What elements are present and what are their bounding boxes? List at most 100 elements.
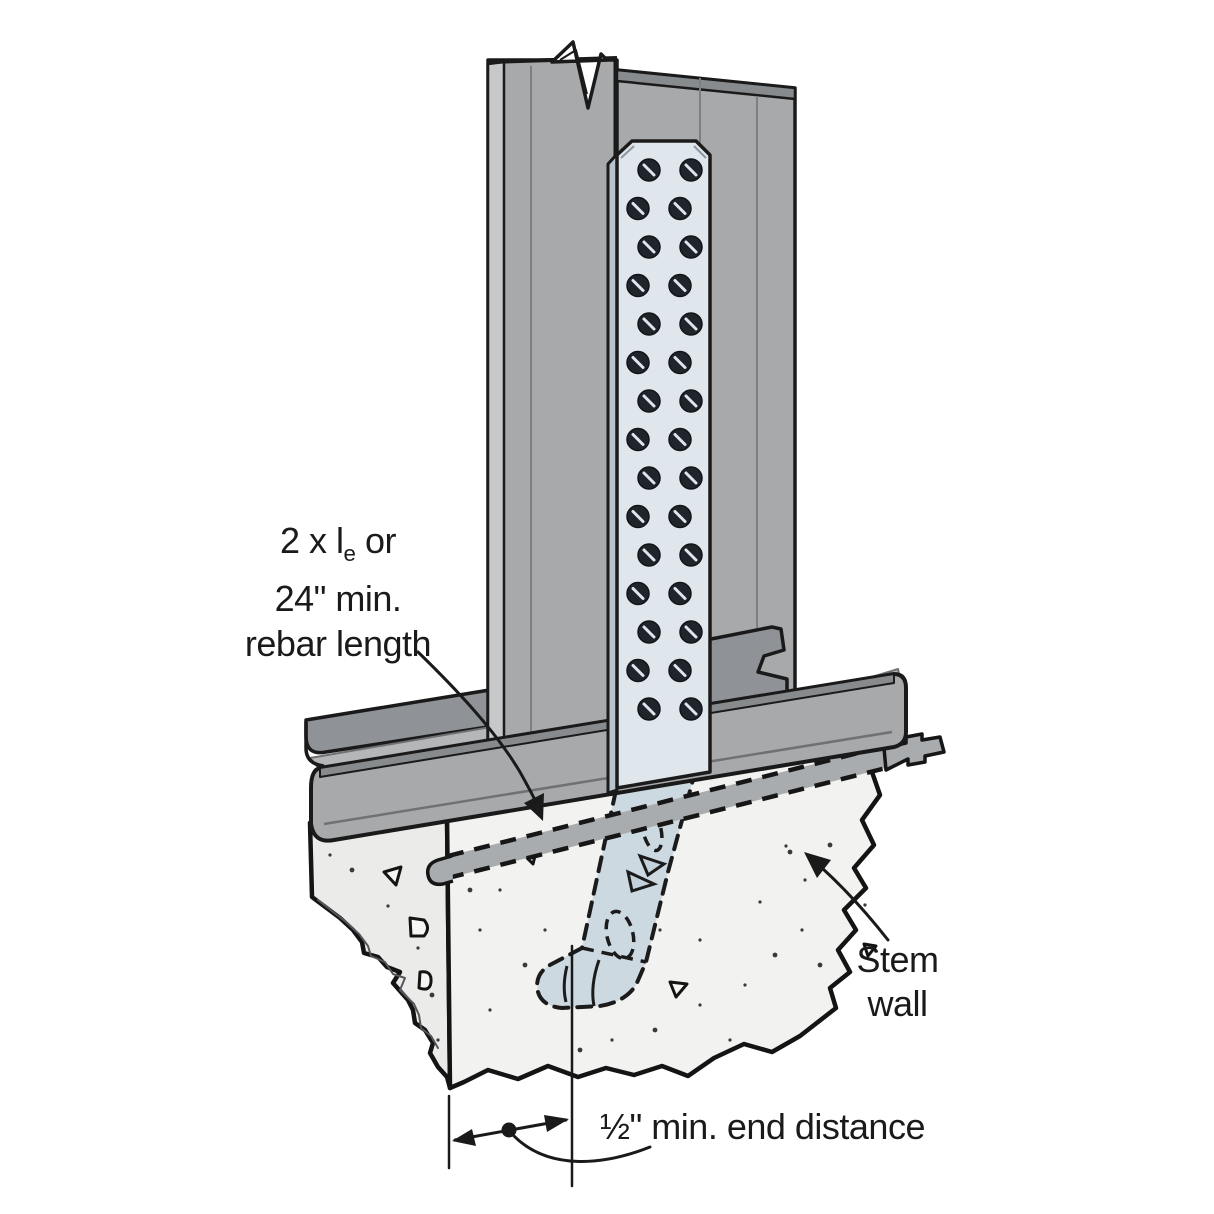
screw-slot	[631, 664, 645, 677]
screw-slot	[673, 279, 687, 292]
screw-slot	[631, 279, 645, 292]
screw-slot	[631, 510, 645, 523]
concrete-speckle	[610, 1038, 614, 1042]
strap-screws	[626, 158, 703, 721]
concrete-speckle	[803, 878, 807, 882]
concrete-speckle	[743, 983, 747, 987]
concrete-speckle	[478, 928, 482, 932]
concrete-speckle	[498, 888, 502, 892]
screw-slot	[673, 202, 687, 215]
concrete-speckle	[800, 928, 804, 932]
concrete-speckle	[827, 842, 833, 848]
screw-slot	[684, 394, 698, 408]
rebar-length-label: 2 x le or 24" min. rebar length	[188, 518, 488, 666]
concrete-speckle	[784, 844, 788, 848]
strap-tab-marks	[625, 853, 668, 893]
screw-slot	[673, 356, 687, 369]
concrete-speckle	[772, 952, 778, 958]
screw-slot	[673, 433, 687, 446]
screw-slot	[642, 394, 656, 408]
stem-wall-label-line1: Stem	[856, 939, 939, 980]
concrete-broken-edge-inner	[317, 899, 439, 1049]
screw-slot	[673, 510, 687, 523]
dimension-arrow-left	[452, 1129, 476, 1146]
concrete-speckle	[758, 900, 762, 904]
screw-slot	[684, 548, 698, 562]
screw-slot	[631, 356, 645, 369]
stem-wall-leader-arrowhead	[804, 852, 831, 878]
screw-slot	[642, 548, 656, 562]
concrete-speckle	[728, 1038, 732, 1042]
concrete-speckle	[488, 1008, 492, 1012]
concrete-aggregate	[382, 850, 878, 999]
concrete-speckle	[416, 946, 420, 950]
embedded-strap-outline	[535, 774, 696, 1010]
stud-break-notch-inner	[559, 49, 588, 95]
track-left-end-bend	[304, 722, 325, 768]
screw-slot	[684, 317, 698, 331]
screw-slot	[631, 433, 645, 446]
front-stud-top-band	[615, 68, 797, 101]
rebar-leader-arrowhead	[524, 793, 544, 821]
strap-chamfer-left	[620, 145, 635, 159]
rebar-label-line1: 2 x le or	[280, 520, 396, 567]
screw-slot	[642, 317, 656, 331]
strap-thickness-edge	[606, 152, 619, 795]
rebar-hidden-top	[447, 743, 887, 859]
back-stud-face	[486, 58, 619, 759]
back-stud	[486, 40, 619, 759]
embedded-strap-bend-line	[581, 946, 647, 964]
screw-slot	[631, 587, 645, 600]
concrete-speckle	[429, 992, 435, 998]
screw-slot	[642, 625, 656, 639]
screw-slot	[642, 702, 656, 716]
screw-slot	[684, 163, 698, 177]
screw-slot	[673, 664, 687, 677]
concrete-speckle	[522, 962, 528, 968]
rebar	[425, 732, 946, 887]
annotation-layer	[416, 650, 890, 1188]
concrete-speckle	[467, 887, 473, 893]
end-distance-label: ½" min. end distance	[600, 1106, 925, 1147]
concrete-speckle	[658, 928, 662, 932]
concrete-speckle	[543, 928, 547, 932]
screw-slot	[684, 625, 698, 639]
stem-wall-label: Stem wall	[825, 938, 970, 1026]
strap-slot-lower	[604, 909, 636, 961]
rebar-body	[448, 746, 886, 878]
screw-slot	[673, 587, 687, 600]
back-stud-left-strip	[486, 60, 506, 759]
stem-wall-leader-line	[820, 866, 890, 942]
screw-slot	[684, 240, 698, 254]
screw-slot	[642, 163, 656, 177]
concrete-speckle	[698, 1003, 702, 1007]
rebar-left-end	[425, 854, 454, 887]
dimension-dot	[501, 1122, 517, 1138]
screw-slot	[642, 471, 656, 485]
concrete-speckle	[349, 867, 355, 873]
concrete-side-face	[307, 812, 453, 1091]
rebar-label-line2: 24" min.	[274, 578, 402, 620]
holdown-strap	[606, 139, 712, 795]
concrete-speckle	[328, 853, 332, 857]
screw-slot	[684, 702, 698, 716]
screw-slot	[684, 471, 698, 485]
concrete-speckle	[698, 938, 702, 942]
screw-slot	[642, 240, 656, 254]
strap-bend-creases	[562, 959, 601, 1007]
stem-wall-label-line2: wall	[867, 983, 928, 1024]
concrete-speckle	[436, 1038, 440, 1042]
end-distance-leader	[512, 1134, 652, 1163]
concrete-speckle	[386, 904, 390, 908]
concrete-speckle	[577, 1047, 583, 1053]
concrete-speckle	[817, 962, 823, 968]
concrete-speckle	[787, 849, 793, 855]
concrete-speckle	[652, 1027, 658, 1033]
rebar-label-line3: rebar length	[244, 623, 432, 665]
rebar-hidden-bottom	[447, 765, 887, 881]
concrete-speckle	[863, 903, 867, 907]
embedded-strap-body	[537, 776, 694, 1008]
strap-chamfer-right	[693, 145, 707, 159]
